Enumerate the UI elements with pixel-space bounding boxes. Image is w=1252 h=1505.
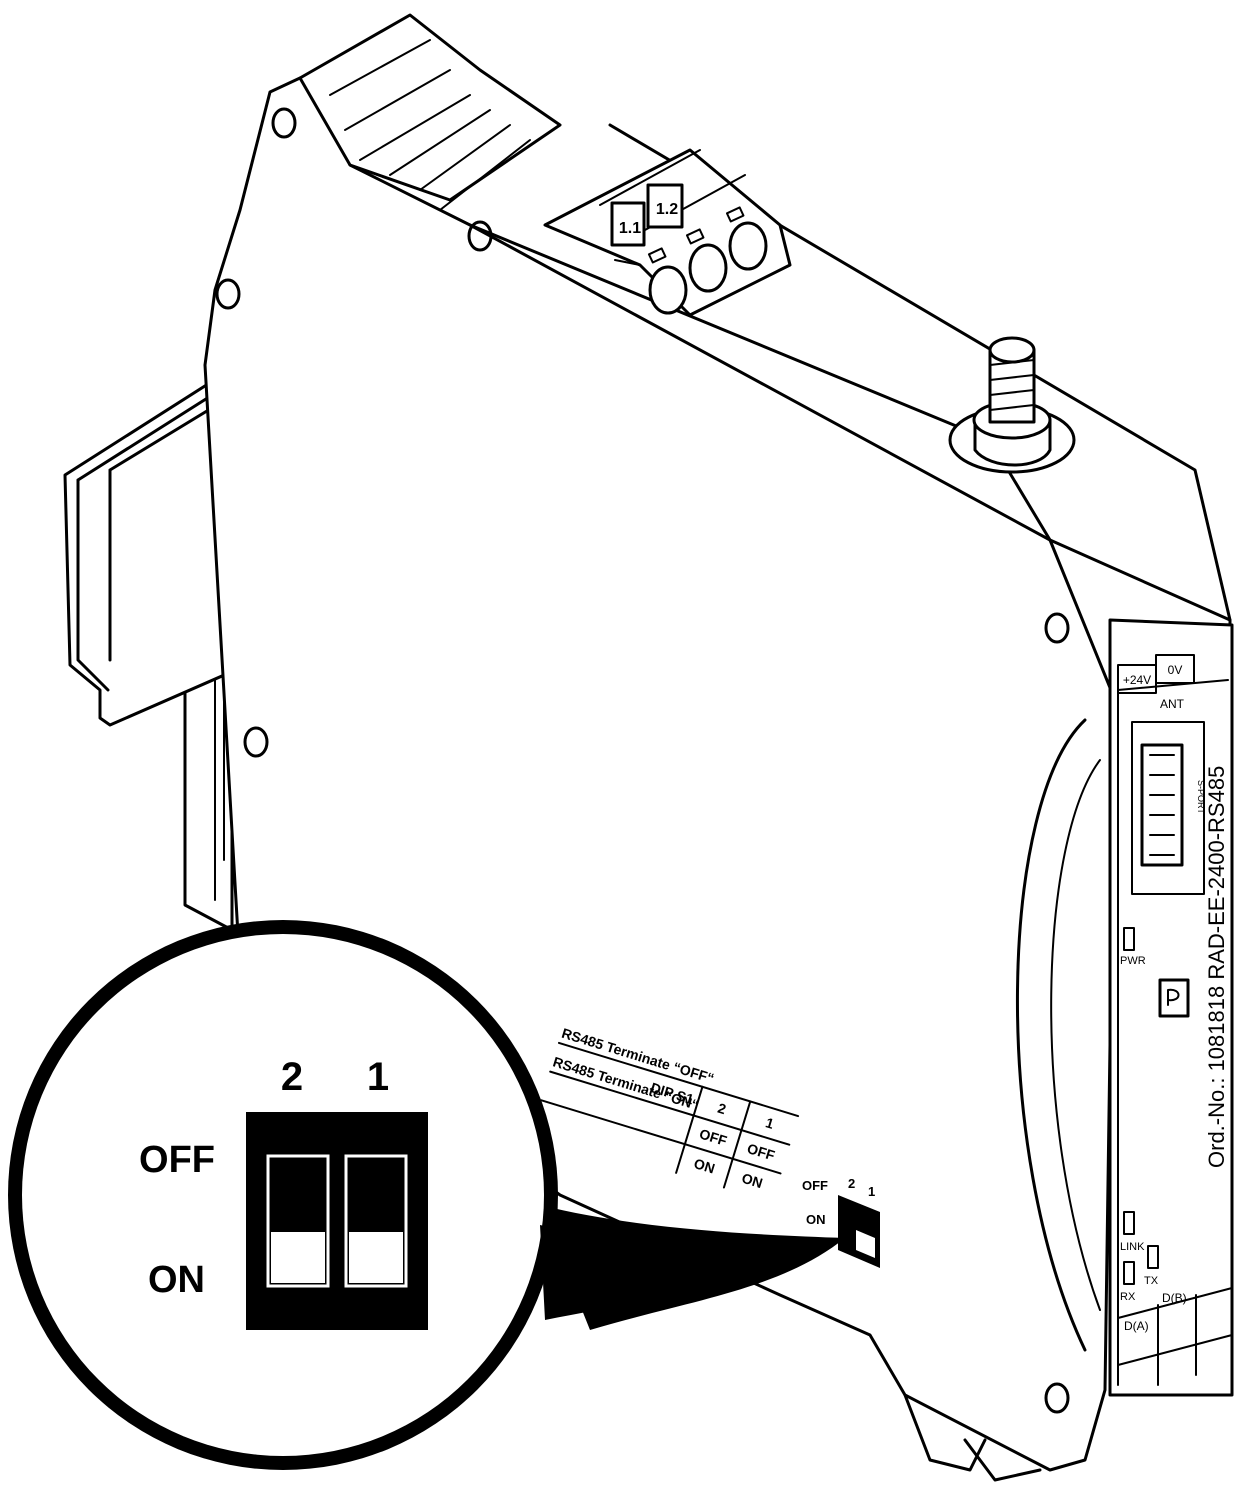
dip-r1c1: OFF	[745, 1140, 777, 1164]
zoom-on-label: ON	[148, 1259, 205, 1301]
dip-r1c2: OFF	[697, 1125, 729, 1149]
top-ribs	[298, 13, 562, 211]
zoom-off-label: OFF	[139, 1139, 215, 1181]
zoom-content: 2 1 OFF ON	[139, 1055, 428, 1330]
label-rx: RX	[1120, 1291, 1136, 1303]
small-num-1: 1	[868, 1184, 875, 1199]
label-0v: 0V	[1168, 663, 1183, 677]
antenna-connector	[948, 336, 1076, 474]
small-num-2: 2	[848, 1176, 855, 1191]
zoom-switch-1	[344, 1154, 408, 1288]
zoom-number-2: 2	[281, 1055, 303, 1099]
dip-r2c2: ON	[692, 1155, 717, 1176]
label-24v: +24V	[1123, 673, 1151, 687]
label-db: D(B)	[1162, 1291, 1187, 1305]
front-panel: +24V 0V ANT S-PORT PWR Ord.-No.: 1081818…	[1117, 654, 1233, 1386]
housing	[203, 76, 1234, 1482]
label-da: D(A)	[1124, 1319, 1149, 1333]
label-pwr: PWR	[1120, 955, 1146, 967]
zoom-switch-body	[246, 1112, 428, 1330]
label-ant: ANT	[1160, 697, 1185, 711]
terminal-label-2: 1.2	[656, 201, 678, 218]
terminal-block: 1.1 1.2	[543, 148, 792, 317]
small-dip-switch: OFF ON 2 1	[802, 1176, 880, 1268]
label-s-port: S-PORT	[1196, 780, 1206, 814]
terminal-label-1: 1.1	[619, 220, 641, 237]
label-link: LINK	[1120, 1241, 1145, 1253]
small-on-label: ON	[806, 1212, 826, 1227]
dip-r2c1: ON	[740, 1170, 765, 1191]
zoom-number-1: 1	[367, 1055, 389, 1099]
zoom-switch-2	[266, 1154, 330, 1288]
order-number: Ord.-No.: 1081818 RAD-EE-2400-RS485	[1204, 766, 1229, 1168]
label-tx: TX	[1144, 1275, 1159, 1287]
small-off-label: OFF	[802, 1178, 828, 1193]
